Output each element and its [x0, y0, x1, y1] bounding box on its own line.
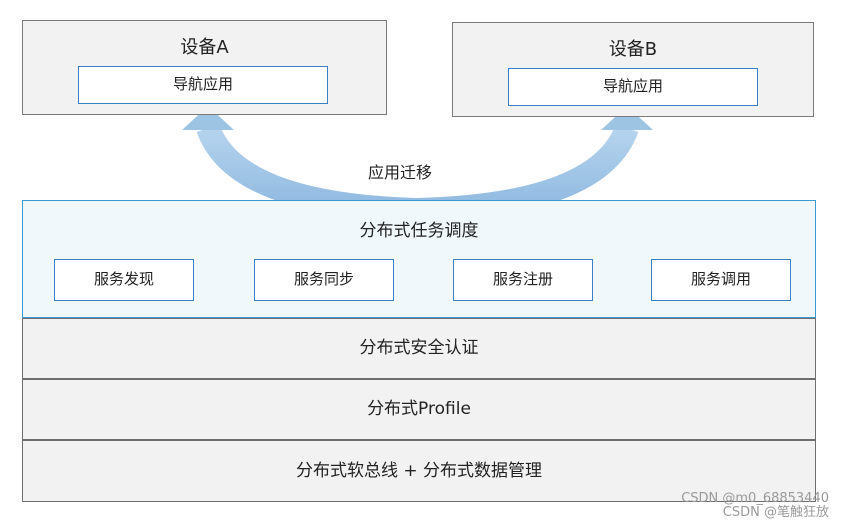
profile-layer: 分布式Profile — [22, 379, 816, 440]
device-b-navigation-app: 导航应用 — [508, 68, 758, 106]
service-invocation: 服务调用 — [651, 259, 791, 301]
watermark: CSDN @m0_68853440 CSDN @笔触狂放 — [681, 492, 829, 520]
device-b: 设备B 导航应用 — [452, 22, 814, 117]
device-a-title: 设备A — [180, 37, 229, 58]
arrowhead-left — [182, 106, 234, 130]
security-auth-layer: 分布式安全认证 — [22, 318, 816, 379]
arrowhead-right — [601, 106, 653, 130]
watermark-line-1: CSDN @m0_68853440 — [681, 491, 829, 506]
device-a-navigation-app: 导航应用 — [78, 66, 328, 104]
device-a: 设备A 导航应用 — [22, 20, 387, 115]
service-sync: 服务同步 — [254, 259, 394, 301]
device-b-title: 设备B — [608, 39, 658, 60]
migration-label: 应用迁移 — [367, 163, 432, 182]
service-registration: 服务注册 — [453, 259, 593, 301]
service-discovery: 服务发现 — [54, 259, 194, 301]
scheduler-title: 分布式任务调度 — [359, 221, 479, 241]
distributed-scheduler-layer: 分布式任务调度 服务发现 服务同步 服务注册 服务调用 — [22, 200, 816, 318]
watermark-line-2: CSDN @笔触狂放 — [722, 505, 829, 520]
softbus-data-layer: 分布式软总线 + 分布式数据管理 — [22, 440, 816, 502]
